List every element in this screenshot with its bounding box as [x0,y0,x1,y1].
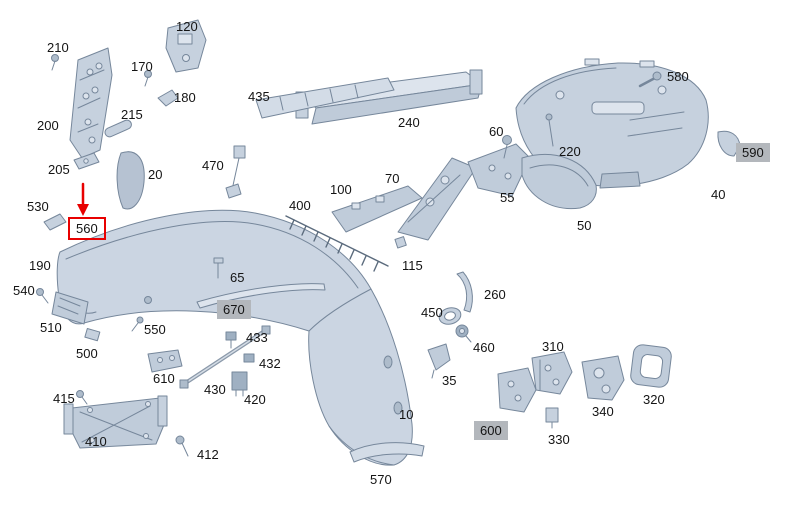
highlight-arrow-icon [77,182,89,216]
part-435-absorber-drawing [255,77,395,119]
part-label-570[interactable]: 570 [370,472,392,487]
part-470-drawing [225,145,246,199]
part-70-bracket-drawing [397,157,477,241]
part-label-430[interactable]: 430 [204,382,226,397]
part-10-bumper-cover-drawing [56,209,413,466]
part-label-460[interactable]: 460 [473,340,495,355]
part-120-bracket-drawing [165,19,207,73]
part-220-screw-drawing [545,113,554,147]
part-label-310[interactable]: 310 [542,339,564,354]
part-label-320[interactable]: 320 [643,392,665,407]
part-670-trim-strip-drawing [196,283,326,309]
part-60-screw-drawing [502,135,512,159]
part-label-55[interactable]: 55 [500,190,515,205]
part-label-210[interactable]: 210 [47,40,69,55]
part-label-610[interactable]: 610 [153,371,175,386]
part-label-35[interactable]: 35 [442,373,457,388]
part-260-strip-drawing [456,271,473,313]
part-570-trim-drawing [349,442,425,463]
part-20-fin-drawing [116,151,145,210]
part-label-40[interactable]: 40 [711,187,726,202]
part-label-530[interactable]: 530 [27,199,49,214]
part-50-bracket-drawing [521,154,597,210]
part-415-screw-drawing [76,390,88,405]
part-600-bracket-drawing [497,367,537,413]
part-label-600[interactable]: 600 [474,421,508,440]
part-label-220[interactable]: 220 [559,144,581,159]
part-label-260[interactable]: 260 [484,287,506,302]
part-label-412[interactable]: 412 [197,447,219,462]
part-540-screw-drawing [36,288,49,304]
part-510-bracket-drawing [51,291,89,325]
part-450-bezel-drawing [438,307,462,325]
part-310-bracket-drawing [531,351,573,395]
part-label-60[interactable]: 60 [489,124,504,139]
part-412-screw-drawing [175,435,189,457]
part-label-180[interactable]: 180 [174,90,196,105]
part-500-clip-drawing [84,328,101,342]
part-180-bracket-drawing [157,89,179,107]
part-115-clip-drawing [394,236,407,249]
part-label-20[interactable]: 20 [148,167,163,182]
part-label-450[interactable]: 450 [421,305,443,320]
part-530-bracket-drawing [43,213,67,231]
part-label-200[interactable]: 200 [37,118,59,133]
part-170-screw-drawing [144,70,152,87]
part-35-bracket-drawing [427,343,451,379]
part-label-100[interactable]: 100 [330,182,352,197]
part-label-510[interactable]: 510 [40,320,62,335]
part-label-170[interactable]: 170 [131,59,153,74]
part-label-115[interactable]: 115 [402,258,423,273]
part-550-screw-drawing [131,316,144,332]
part-label-435[interactable]: 435 [248,89,270,104]
part-55-bracket-drawing [467,143,531,197]
part-430-rod-drawing [179,325,271,389]
part-400-clip-rail-drawing [285,215,389,272]
part-200-bracket-drawing [51,47,113,159]
part-label-65[interactable]: 65 [230,270,245,285]
part-215-pin-drawing [104,119,132,138]
part-460-sensor-drawing [455,324,472,343]
part-432-connector-drawing [243,353,255,363]
part-65-clip-drawing [213,257,224,279]
part-label-470[interactable]: 470 [202,158,224,173]
part-label-190[interactable]: 190 [29,258,51,273]
part-label-540[interactable]: 540 [13,283,35,298]
part-label-560[interactable]: 560 [68,217,106,240]
part-label-415[interactable]: 415 [53,391,75,406]
part-label-70[interactable]: 70 [385,171,400,186]
part-label-550[interactable]: 550 [144,322,166,337]
part-label-330[interactable]: 330 [548,432,570,447]
part-580-bolt-drawing [638,71,662,88]
part-label-400[interactable]: 400 [289,198,311,213]
part-340-bracket-drawing [581,355,625,401]
part-330-clip-drawing [545,407,559,429]
part-label-432[interactable]: 432 [259,356,281,371]
part-label-205[interactable]: 205 [48,162,70,177]
part-label-590[interactable]: 590 [736,143,770,162]
part-610-bracket-drawing [147,349,183,373]
part-label-215[interactable]: 215 [121,107,143,122]
part-label-420[interactable]: 420 [244,392,266,407]
part-label-340[interactable]: 340 [592,404,614,419]
part-label-580[interactable]: 580 [667,69,689,84]
part-320-ring-drawing [630,344,672,388]
part-label-240[interactable]: 240 [398,115,420,130]
part-label-120[interactable]: 120 [176,19,198,34]
part-label-433[interactable]: 433 [246,330,268,345]
part-410-bracket-drawing [63,395,168,449]
part-label-50[interactable]: 50 [577,218,592,233]
part-label-500[interactable]: 500 [76,346,98,361]
part-100-bracket-drawing [331,185,423,233]
part-label-410[interactable]: 410 [85,434,107,449]
part-label-670[interactable]: 670 [217,300,251,319]
part-433-connector-drawing [225,331,237,349]
part-label-10[interactable]: 10 [399,407,414,422]
part-420-connector-drawing [231,371,248,397]
part-205-bracket-drawing [73,152,100,170]
